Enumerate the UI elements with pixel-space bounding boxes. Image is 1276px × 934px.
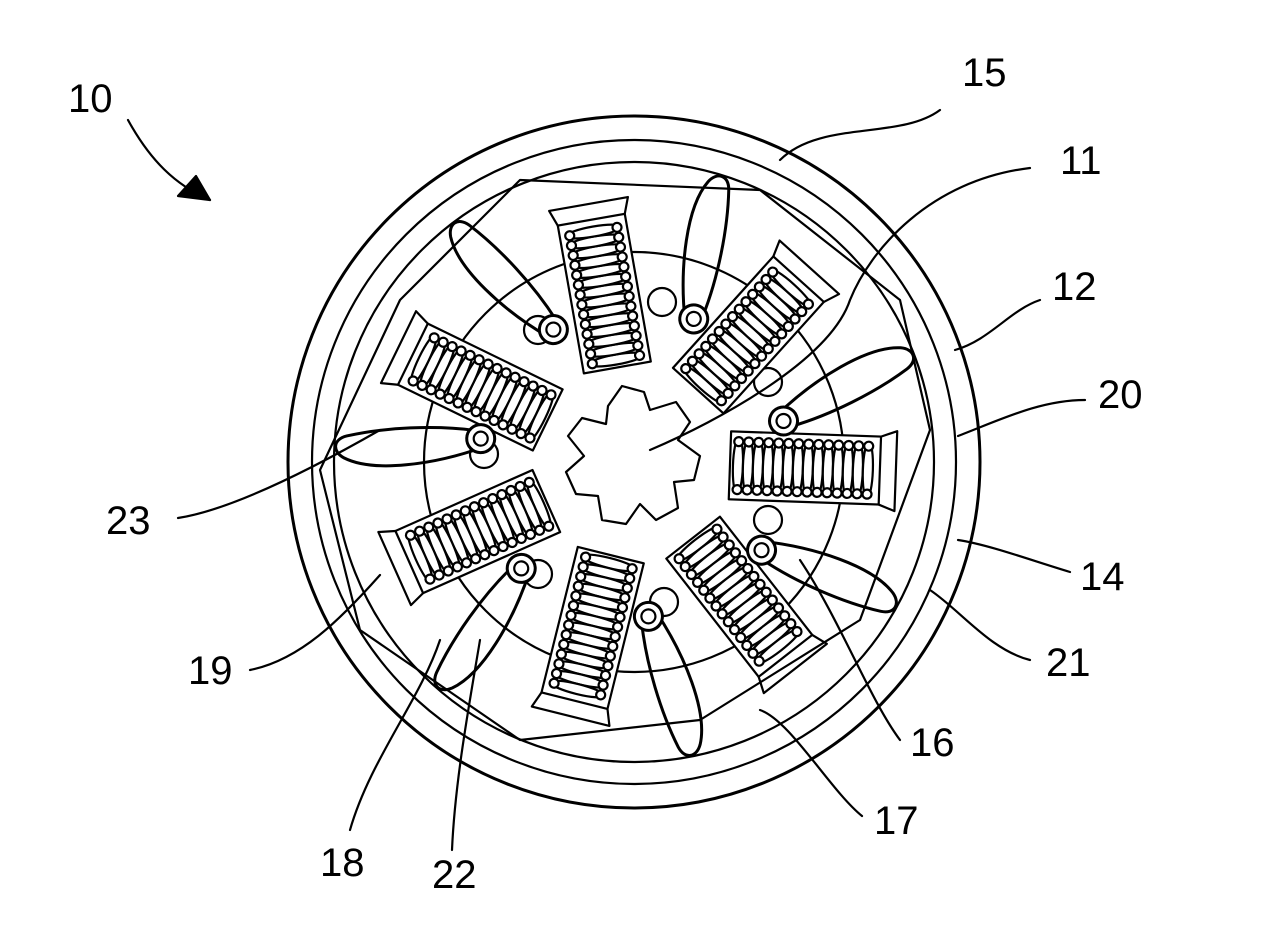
label-22: 22: [432, 853, 477, 897]
splined-hub: [566, 386, 700, 524]
label-10: 10: [68, 77, 113, 121]
label-14: 14: [1080, 555, 1125, 599]
label-19: 19: [188, 649, 233, 693]
label-20: 20: [1098, 373, 1143, 417]
wire-clip: [632, 596, 709, 761]
label-12: 12: [1052, 265, 1097, 309]
spring-assembly: [729, 425, 898, 511]
label-17: 17: [874, 799, 919, 843]
spring-assembly: [378, 465, 562, 606]
spring-assembly: [532, 545, 650, 725]
label-16: 16: [910, 721, 955, 765]
label-18: 18: [320, 841, 365, 885]
label-21: 21: [1046, 641, 1091, 685]
label-11: 11: [1060, 139, 1102, 183]
wire-clip: [335, 420, 495, 470]
spring-assembly: [549, 197, 657, 374]
label-15: 15: [962, 51, 1007, 95]
wire-clip: [440, 207, 573, 360]
label-23: 23: [106, 499, 151, 543]
